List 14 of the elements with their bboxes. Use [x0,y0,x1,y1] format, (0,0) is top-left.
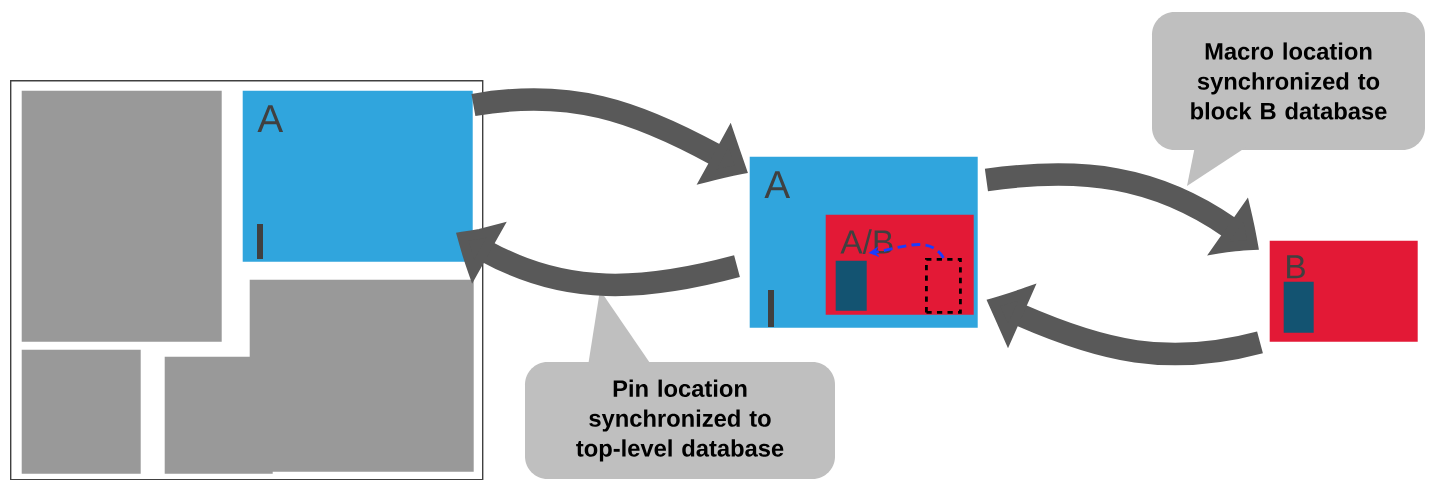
arrow [985,163,1258,254]
chip-outline [10,80,484,480]
macro-outline [925,258,962,314]
arrow [457,224,740,296]
arrow [471,88,747,183]
macro [835,260,867,311]
callout: Macro location synchronized to block B database [1152,12,1425,186]
callout: Pin location synchronized to top-level database [525,290,835,479]
macro [1283,281,1314,333]
placement-block [21,349,141,474]
partition-block: A [242,90,473,262]
arrow [988,286,1263,366]
partition-block: B [1269,240,1418,342]
placement-block [21,90,222,342]
